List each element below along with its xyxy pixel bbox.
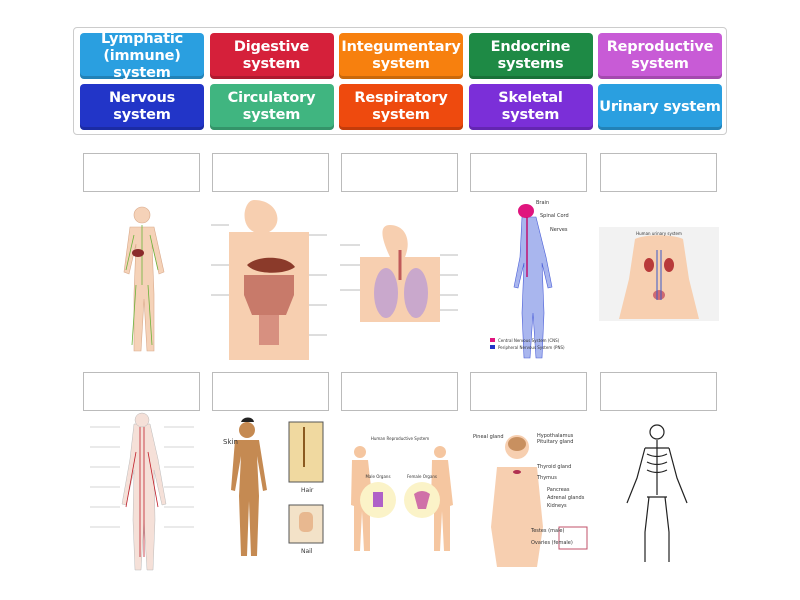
label-pns: Peripheral Nervous System (PNS) (498, 345, 565, 350)
drop-slot[interactable] (341, 372, 458, 411)
label-female-organs: Female Organs (407, 474, 437, 479)
tile-respiratory[interactable]: Respiratory system (339, 84, 463, 130)
tile-nervous[interactable]: Nervous system (80, 84, 204, 130)
label-thyroid: Thyroid gland (536, 464, 571, 470)
drop-slot[interactable] (212, 372, 329, 411)
label-testes: Testes (male) (530, 528, 564, 534)
endocrine-image: Pineal gland Hypothalamus Pituitary glan… (467, 412, 591, 577)
tile-reproductive[interactable]: Reproductive system (598, 33, 722, 79)
label-urinary-title: Human urinary system (636, 231, 682, 236)
label-ovaries: Ovaries (female) (531, 540, 573, 546)
label-pituitary: Pituitary gland (537, 439, 573, 445)
drop-slot[interactable] (341, 153, 458, 192)
label-kidneys: Kidneys (547, 503, 567, 509)
integumentary-image: Skin Hair Nail (209, 412, 333, 577)
label-nerves: Nerves (550, 227, 568, 233)
label-hypothalamus: Hypothalamus (537, 433, 574, 439)
urinary-image: Human urinary system (597, 195, 721, 360)
drop-slot[interactable] (600, 153, 717, 192)
tile-integumentary[interactable]: Integumentary system (339, 33, 463, 79)
label-pancreas: Pancreas (547, 487, 570, 493)
drop-slot[interactable] (83, 153, 200, 192)
respiratory-image (338, 195, 462, 360)
tile-skeletal[interactable]: Skeletal system (468, 84, 593, 130)
digestive-image (209, 195, 333, 362)
label-reproductive-title: Human Reproductive System (371, 436, 429, 441)
label-spinal-cord: Spinal Cord (540, 213, 569, 219)
label-hair: Hair (301, 487, 314, 494)
tile-digestive[interactable]: Digestive system (209, 33, 334, 79)
nervous-image: Brain Spinal Cord Nerves Central Nervous… (470, 195, 594, 360)
tile-endocrine[interactable]: Endocrine systems (468, 33, 593, 79)
circulatory-image (80, 412, 204, 577)
tile-urinary[interactable]: Urinary system (598, 84, 722, 130)
tile-lymphatic[interactable]: Lymphatic (immune) system (80, 31, 204, 81)
label-adrenal: Adrenal glands (547, 495, 585, 501)
drop-slot[interactable] (212, 153, 329, 192)
tile-circulatory[interactable]: Circulatory system (209, 84, 334, 130)
reproductive-image: Human Reproductive System Male Organs Fe… (338, 412, 462, 577)
drop-slot[interactable] (470, 372, 587, 411)
drop-slot[interactable] (600, 372, 717, 411)
drop-slot[interactable] (83, 372, 200, 411)
lymphatic-image (80, 195, 204, 360)
label-brain: Brain (536, 200, 549, 206)
label-male-organs: Male Organs (365, 474, 390, 479)
skeletal-image (597, 412, 721, 577)
label-thymus: Thymus (536, 475, 557, 481)
label-skin: Skin (223, 438, 238, 446)
label-nail: Nail (301, 548, 313, 555)
label-cns: Central Nervous System (CNS) (498, 338, 560, 343)
drop-slot[interactable] (470, 153, 587, 192)
label-pineal: Pineal gland (473, 434, 504, 440)
